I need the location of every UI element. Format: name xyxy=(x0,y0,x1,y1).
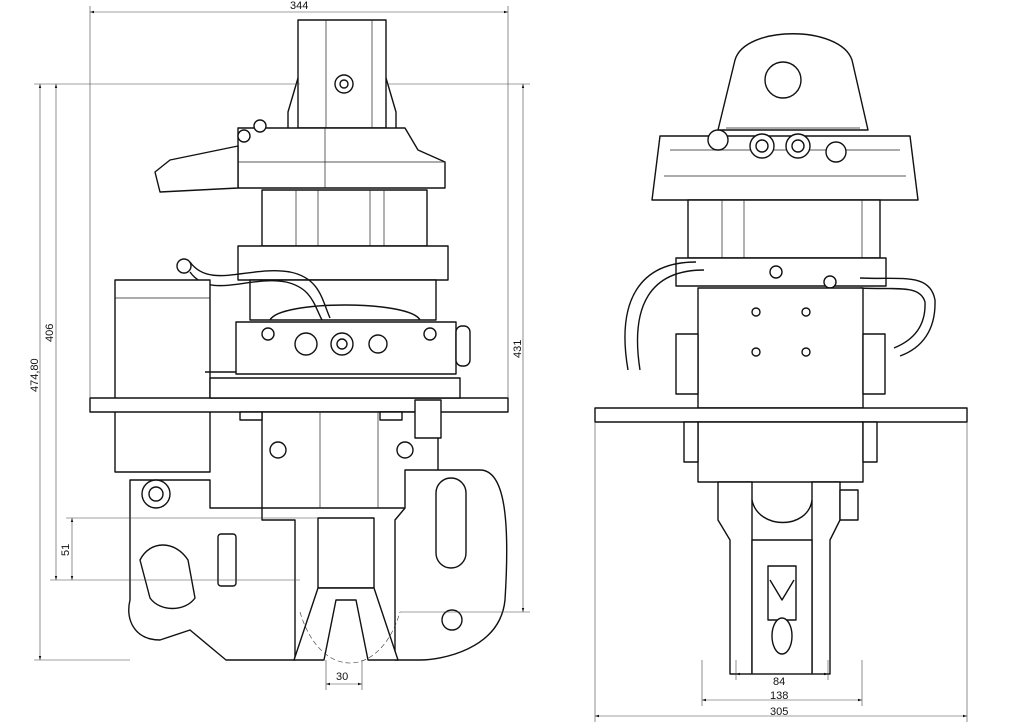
dim-overall-width: 344 xyxy=(290,0,308,12)
rotator-body xyxy=(237,189,449,321)
front-view: 84 138 305 xyxy=(594,33,968,722)
dim-inner-width: 84 xyxy=(773,676,785,688)
dim-shank-width: 30 xyxy=(336,671,348,683)
shank xyxy=(293,517,401,664)
motor-housing xyxy=(114,279,236,473)
top-bracket xyxy=(287,19,397,129)
front-body xyxy=(675,199,887,287)
front-hoses xyxy=(624,261,936,371)
side-view: 344 474,80 406 51 431 30 xyxy=(29,0,530,690)
front-housing xyxy=(675,287,886,409)
mounting-plate xyxy=(89,377,509,413)
dim-height-inner: 406 xyxy=(44,324,56,342)
dim-height-right: 431 xyxy=(512,340,524,358)
side-dimensions: 344 474,80 406 51 431 30 xyxy=(29,0,530,690)
valve-block xyxy=(235,321,471,375)
hook-body xyxy=(128,469,508,661)
dim-middle-width: 138 xyxy=(770,690,788,702)
front-lower xyxy=(683,421,878,483)
top-lug xyxy=(717,33,869,131)
front-plate xyxy=(594,407,968,423)
dim-plate-width: 305 xyxy=(770,706,788,718)
rotator-cap xyxy=(154,119,446,193)
dim-hook-gap: 51 xyxy=(60,544,72,556)
front-hook xyxy=(717,481,859,675)
front-dimensions: 84 138 305 xyxy=(594,422,968,722)
front-cap xyxy=(651,129,919,201)
dim-height-outer: 474,80 xyxy=(29,358,41,392)
